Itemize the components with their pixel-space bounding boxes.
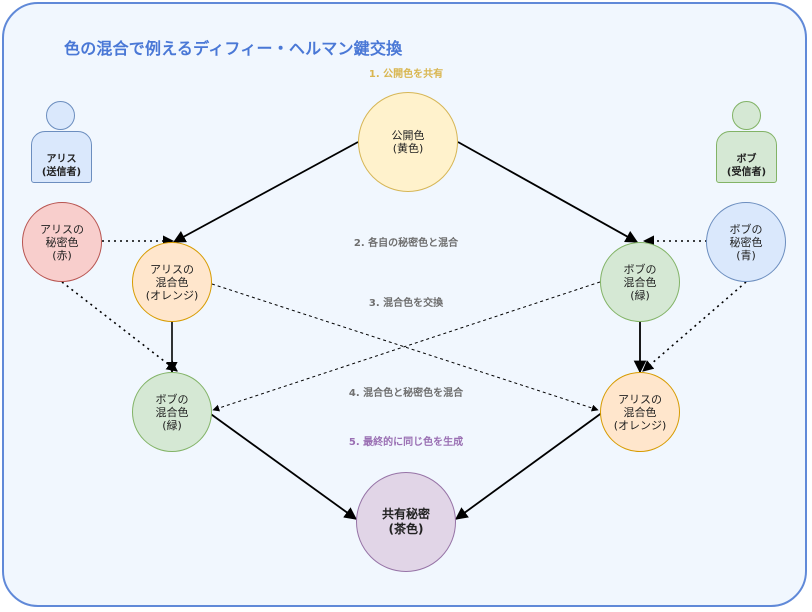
step-1-label: 1. 公開色を共有 xyxy=(368,69,444,80)
edge-bob-mix-received-to-shared xyxy=(207,411,358,520)
alice-mix-node: アリスの 混合色 (オレンジ) xyxy=(132,242,212,322)
step-2-label: 2. 各自の秘密色と混合 xyxy=(353,238,459,249)
edge-public-to-alice-mix xyxy=(172,141,359,243)
alice-secret-label: アリスの 秘密色 (赤) xyxy=(40,222,84,262)
alice-mix-label: アリスの 混合色 (オレンジ) xyxy=(145,262,199,302)
alice-actor-body: アリス (送信者) xyxy=(31,131,92,183)
edge-bob-mix-exchange xyxy=(212,281,601,412)
alice-mix-received-label: アリスの 混合色 (オレンジ) xyxy=(613,392,667,432)
public-color-label: 公開色 (黄色) xyxy=(391,129,425,155)
shared-secret-node: 共有秘密 (茶色) xyxy=(356,472,456,572)
edge-alice-mix-exchange xyxy=(211,283,599,412)
bob-actor-label: ボブ (受信者) xyxy=(726,154,767,178)
alice-secret-node: アリスの 秘密色 (赤) xyxy=(22,202,102,282)
bob-mix-node: ボブの 混合色 (緑) xyxy=(600,242,680,322)
step-5-label: 5. 最終的に同じ色を生成 xyxy=(348,437,464,448)
bob-person-icon xyxy=(732,101,761,130)
bob-mix-received-label: ボブの 混合色 (緑) xyxy=(155,392,189,432)
public-color-node: 公開色 (黄色) xyxy=(358,92,458,192)
bob-actor-body: ボブ (受信者) xyxy=(716,131,777,183)
bob-secret-label: ボブの 秘密色 (青) xyxy=(729,222,763,262)
bob-mix-label: ボブの 混合色 (緑) xyxy=(623,262,657,302)
alice-actor-label: アリス (送信者) xyxy=(41,154,82,178)
edge-alice-mix-received-to-shared xyxy=(454,411,604,520)
edge-public-to-bob-mix xyxy=(457,141,639,243)
step-4-label: 4. 混合色と秘密色を混合 xyxy=(348,388,464,399)
edge-alice-secret-to-bob-mix-received xyxy=(61,281,178,372)
bob-secret-node: ボブの 秘密色 (青) xyxy=(706,202,786,282)
alice-mix-received-node: アリスの 混合色 (オレンジ) xyxy=(600,372,680,452)
diagram-title: 色の混合で例えるディフィー・ヘルマン鍵交換 xyxy=(64,39,403,58)
bob-mix-received-node: ボブの 混合色 (緑) xyxy=(132,372,212,452)
alice-person-icon xyxy=(46,101,75,130)
step-3-label: 3. 混合色を交換 xyxy=(368,298,444,309)
shared-secret-label: 共有秘密 (茶色) xyxy=(381,507,430,536)
